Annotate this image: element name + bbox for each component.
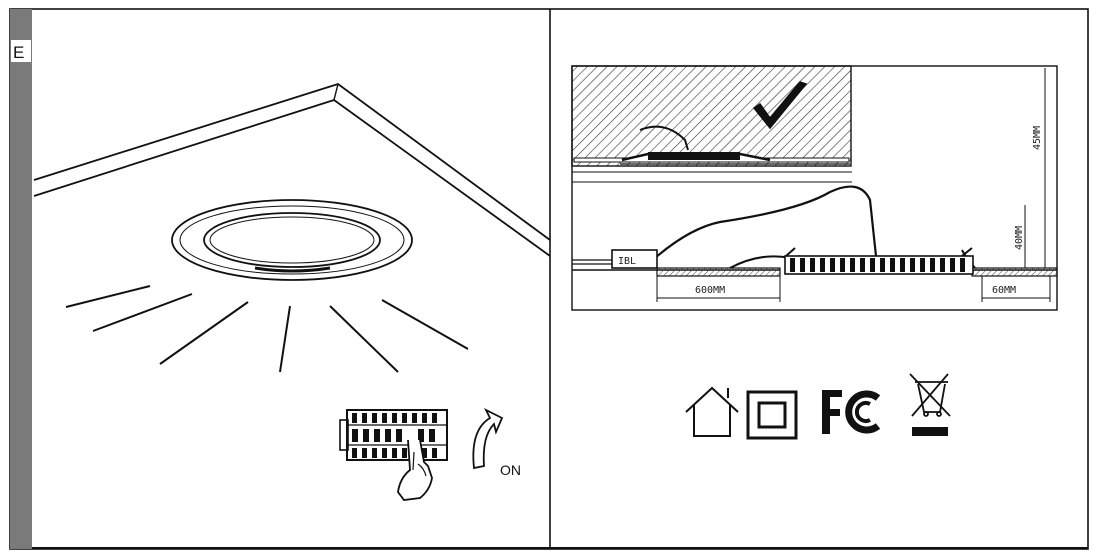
breaker-panel bbox=[339, 407, 504, 501]
side-bar bbox=[10, 9, 32, 549]
light-outer-ring bbox=[171, 199, 413, 281]
checkmark-icon bbox=[752, 81, 808, 130]
connection-cable bbox=[654, 185, 878, 259]
correct-install-inset bbox=[571, 65, 852, 167]
outer-frame bbox=[9, 8, 1089, 550]
ceiling-drawing bbox=[33, 83, 551, 373]
section-letter: E bbox=[13, 43, 24, 62]
depth-height-label: 40MM bbox=[1014, 226, 1025, 250]
light-inner-ring bbox=[203, 212, 381, 268]
switch-on-label: ON bbox=[500, 462, 521, 478]
cornice-bottom-edge bbox=[33, 99, 551, 257]
light-rays bbox=[65, 285, 469, 373]
weee-bin-icon bbox=[909, 373, 951, 436]
on-arrow-icon bbox=[472, 407, 504, 470]
breaker-switches bbox=[352, 413, 437, 458]
cross-section-diagram bbox=[571, 65, 1058, 311]
cable-length-label: 600MM bbox=[695, 285, 725, 296]
hand-finger bbox=[397, 439, 433, 501]
indoor-use-icon bbox=[685, 386, 739, 437]
edge-clearance-label: 60MM bbox=[992, 285, 1016, 296]
double-insulation-icon bbox=[746, 390, 798, 440]
fc-mark-icon bbox=[822, 390, 881, 434]
driver-box-label: IBL bbox=[618, 256, 636, 267]
driver-box bbox=[611, 249, 658, 269]
certification-icons bbox=[685, 373, 951, 440]
total-height-label: 45MM bbox=[1032, 126, 1043, 150]
